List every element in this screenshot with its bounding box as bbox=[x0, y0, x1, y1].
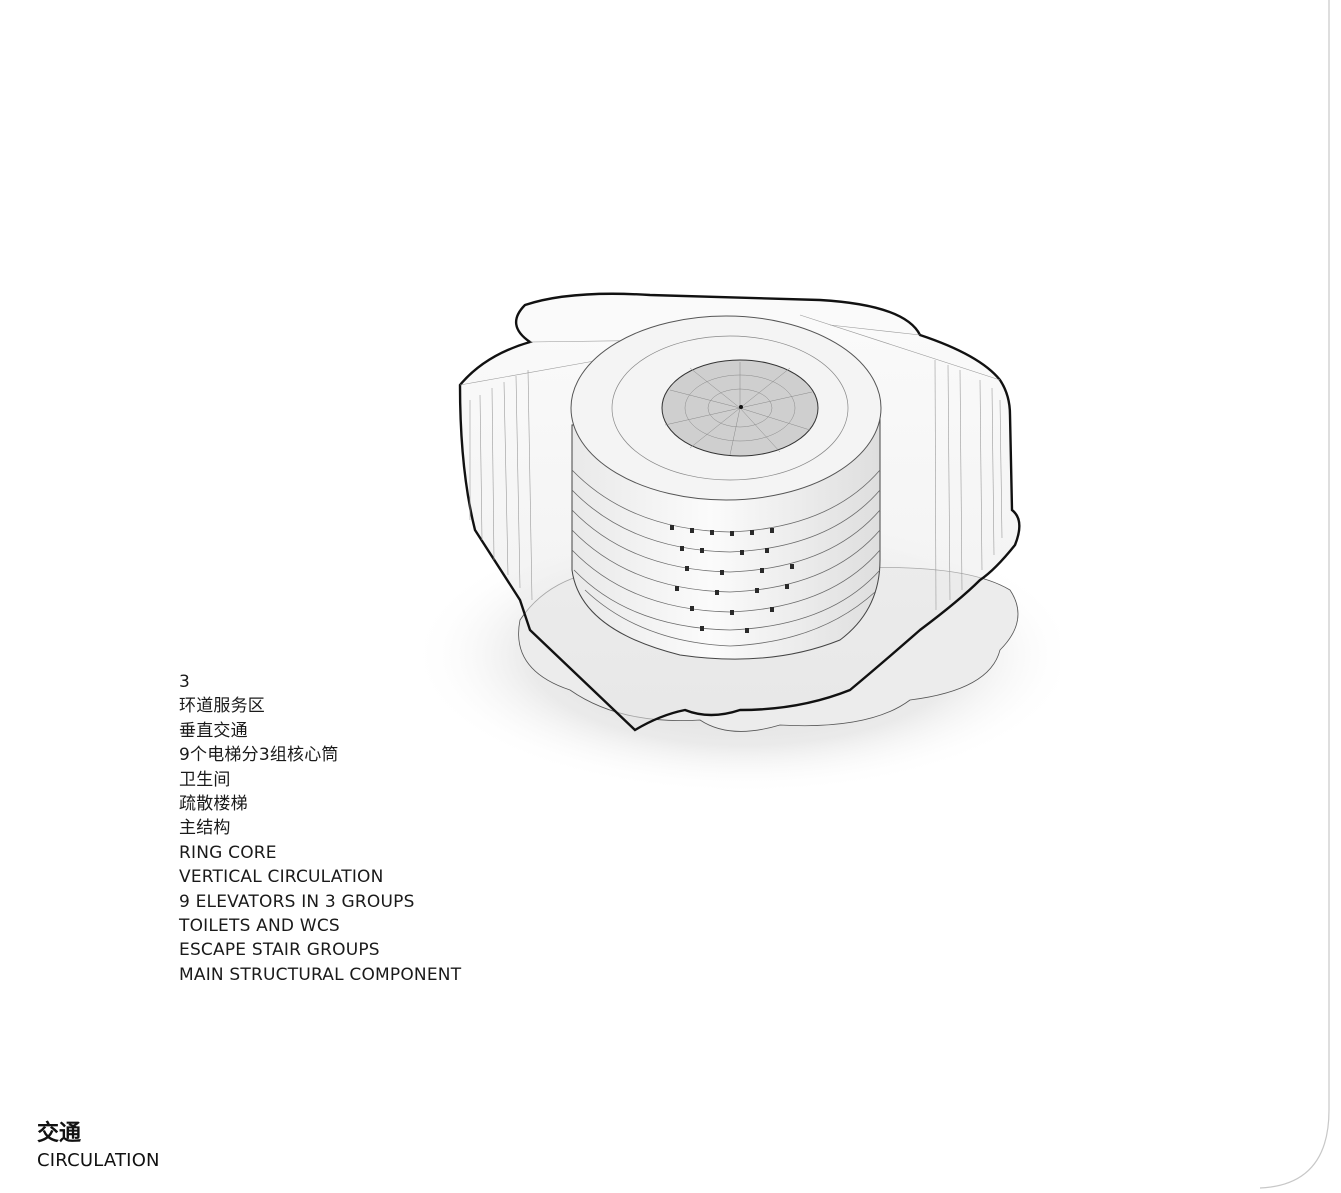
legend-zh-elevators: 9个电梯分3组核心筒 bbox=[179, 745, 339, 766]
building-axonometric-diagram bbox=[410, 292, 1060, 795]
legend-en-main-structure: MAIN STRUCTURAL COMPONENT bbox=[179, 964, 462, 985]
legend-en-vertical-circulation: VERTICAL CIRCULATION bbox=[179, 867, 384, 888]
title-zh: 交通 bbox=[37, 1121, 82, 1146]
atrium-center-point bbox=[739, 405, 743, 409]
legend-zh-main-structure: 主结构 bbox=[179, 818, 231, 839]
legend-en-escape-stairs: ESCAPE STAIR GROUPS bbox=[179, 940, 380, 961]
legend-en-toilets: TOILETS AND WCS bbox=[179, 915, 340, 936]
legend-en-elevators: 9 ELEVATORS IN 3 GROUPS bbox=[179, 891, 415, 912]
legend-zh-ring-core: 环道服务区 bbox=[179, 696, 265, 717]
diagram-title: 交通 CIRCULATION bbox=[37, 1120, 160, 1174]
legend-zh-toilets: 卫生间 bbox=[179, 769, 231, 790]
title-en: CIRCULATION bbox=[37, 1150, 160, 1171]
legend: 3 环道服务区 垂直交通 9个电梯分3组核心筒 卫生间 疏散楼梯 主结构 RIN… bbox=[179, 670, 461, 987]
legend-zh-escape-stairs: 疏散楼梯 bbox=[179, 793, 248, 814]
legend-en-ring-core: RING CORE bbox=[179, 842, 277, 863]
roof-inner-ring bbox=[611, 335, 849, 481]
legend-number: 3 bbox=[179, 672, 191, 692]
window-rows bbox=[670, 525, 794, 633]
legend-zh-vertical-circulation: 垂直交通 bbox=[179, 720, 248, 741]
atrium-radial-lines bbox=[664, 362, 813, 456]
